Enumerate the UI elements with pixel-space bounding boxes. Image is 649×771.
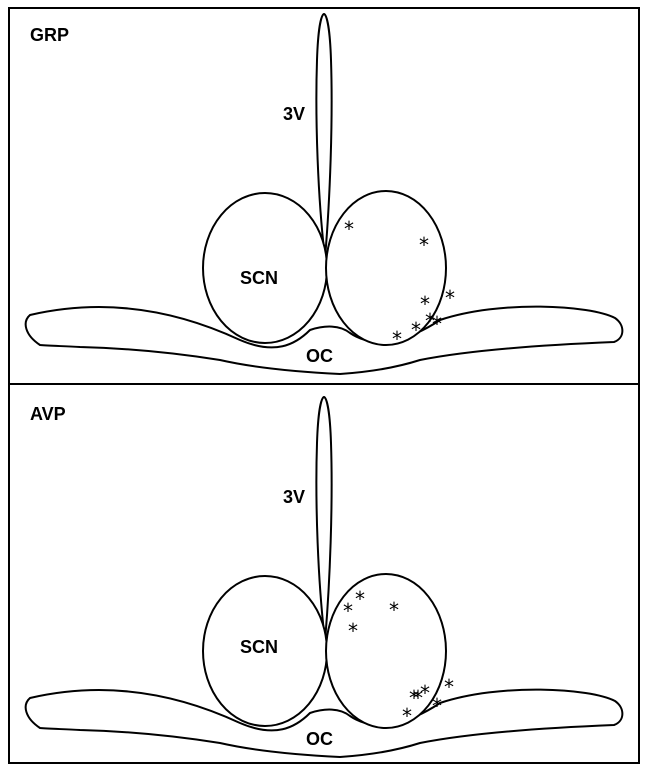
immunoreactive-marker: *	[392, 327, 402, 351]
nucleus-label: SCN	[240, 637, 278, 657]
ventricle-label: 3V	[283, 104, 305, 124]
panel-title: AVP	[30, 404, 66, 424]
optic-chiasm-shape	[24, 688, 624, 759]
panel-grp: GRP 3V SCN OC * * * * * * * *	[8, 7, 640, 385]
immunoreactive-marker: *	[413, 686, 423, 710]
immunoreactive-marker: *	[419, 233, 429, 257]
immunoreactive-marker: *	[445, 286, 455, 310]
immunoreactive-marker: *	[344, 217, 354, 241]
panel-frame	[8, 383, 640, 764]
immunoreactive-marker: *	[420, 681, 430, 705]
immunoreactive-marker: *	[343, 599, 353, 623]
panel-avp: AVP 3V SCN OC * * * * * * * * * *	[8, 383, 640, 764]
immunoreactive-marker: *	[425, 309, 435, 333]
immunoreactive-marker: *	[444, 675, 454, 699]
immunoreactive-marker: *	[432, 694, 442, 718]
immunoreactive-marker: *	[409, 686, 419, 710]
scn-right-ellipse	[325, 573, 447, 729]
ventricle-label: 3V	[283, 487, 305, 507]
third-ventricle-shape	[315, 395, 333, 642]
nucleus-label: SCN	[240, 268, 278, 288]
immunoreactive-marker: *	[348, 619, 358, 643]
immunoreactive-marker: *	[402, 704, 412, 728]
third-ventricle-shape	[315, 12, 333, 259]
immunoreactive-marker: *	[389, 598, 399, 622]
chiasm-label: OC	[306, 729, 333, 749]
immunoreactive-marker: *	[432, 312, 442, 336]
scn-right-ellipse	[325, 190, 447, 346]
optic-chiasm-shape	[24, 305, 624, 376]
immunoreactive-marker: *	[411, 318, 421, 342]
immunoreactive-marker: *	[420, 292, 430, 316]
panel-title: GRP	[30, 25, 69, 45]
immunoreactive-marker: *	[355, 587, 365, 611]
chiasm-label: OC	[306, 346, 333, 366]
